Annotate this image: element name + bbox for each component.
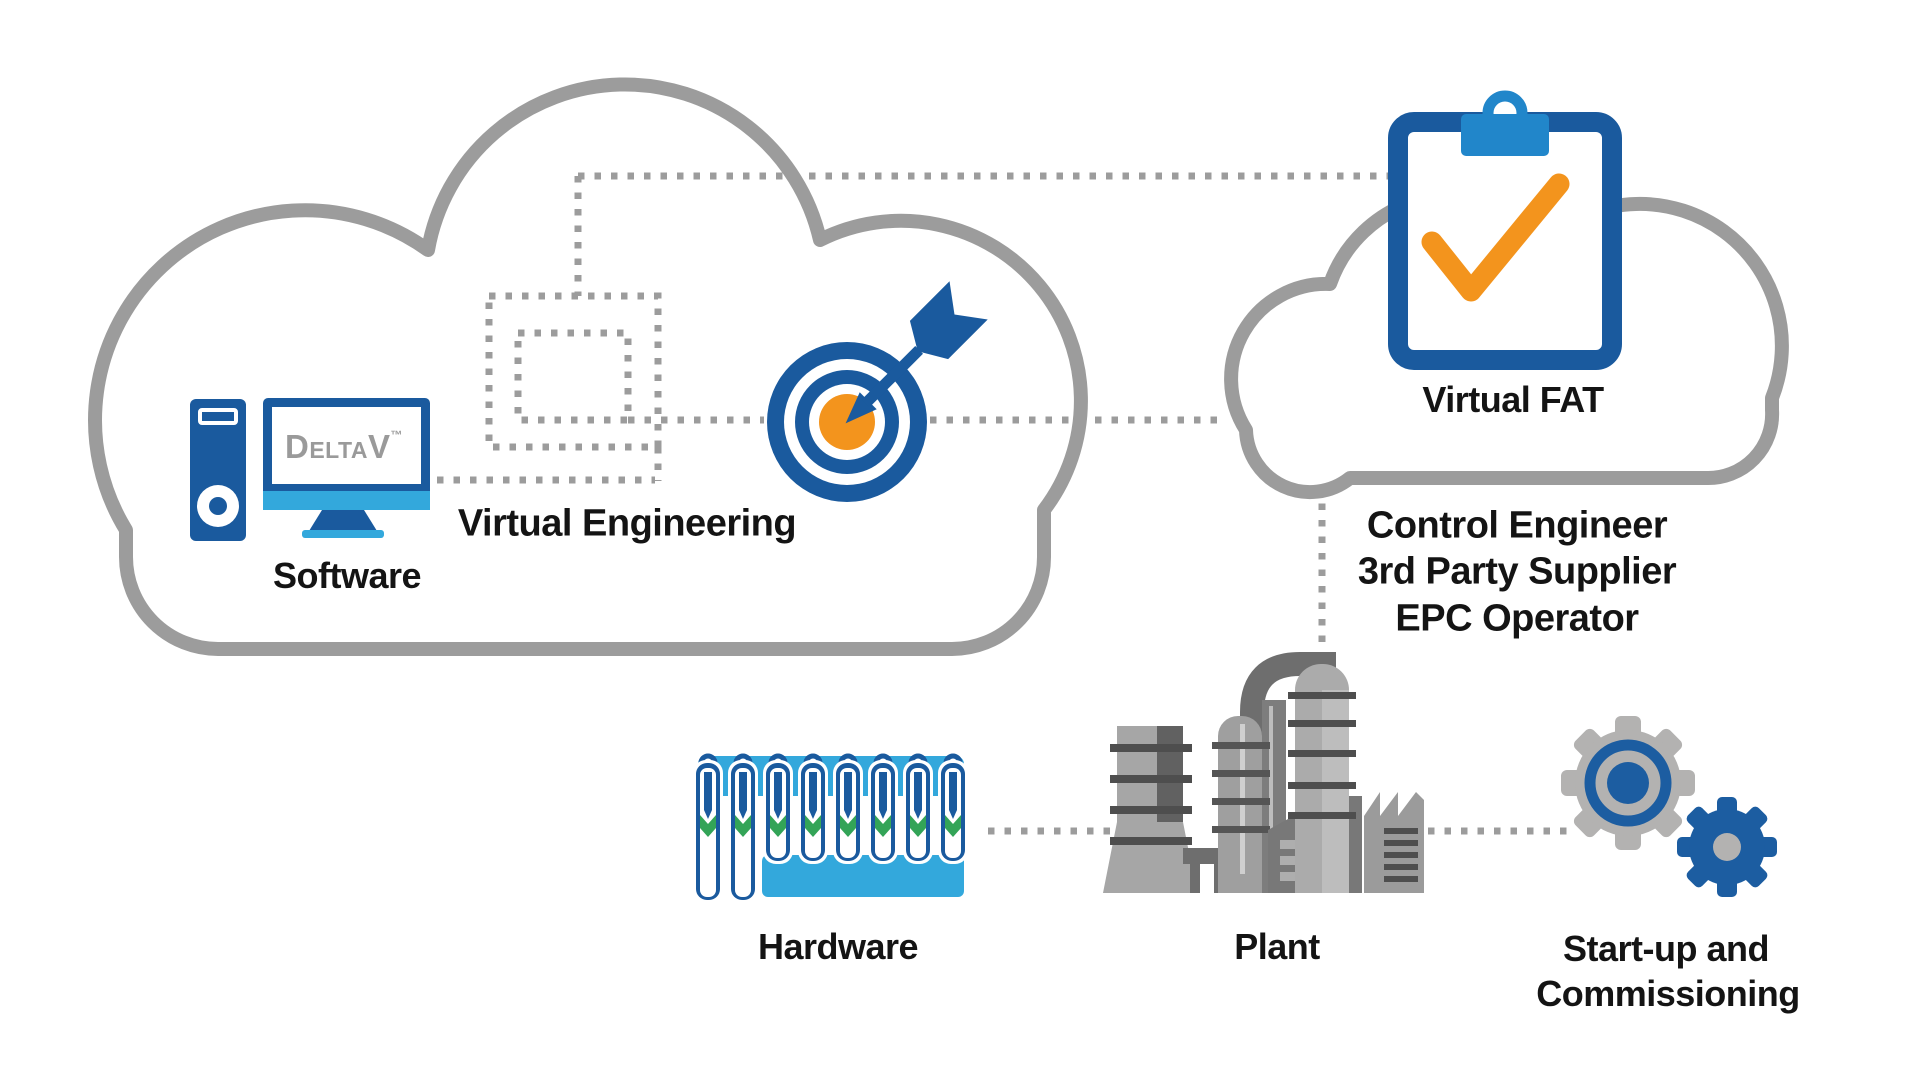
computer-icon [190,398,430,541]
monitor-screen [272,407,421,484]
hardware-label: Hardware [757,926,919,967]
tower-disc-inner [209,497,227,515]
io-card [798,756,828,864]
io-card [763,756,793,864]
monitor-stand [309,510,377,531]
software-label: Software [272,555,422,596]
target-arrow-icon [767,281,988,502]
plant-icon [1103,652,1424,893]
deltav-logo: DeltaV™ [285,428,403,466]
io-card [833,756,863,864]
io-card [693,756,723,903]
hardware-base [762,855,964,897]
startup-label-line2: Commissioning [1536,973,1800,1014]
plant-pipe-arch [1240,652,1336,770]
gears-icon [1561,716,1777,897]
io-card [938,756,968,864]
dart-arrow [845,281,988,424]
deltav-trademark: ™ [390,428,403,442]
check-icon [1421,173,1570,302]
virtual-fat-label: Virtual FAT [1422,379,1604,420]
io-card [868,756,898,864]
tower-slot [198,408,238,425]
dotted-square-inner [514,329,632,424]
virtual-engineering-label: Virtual Engineering [457,502,797,545]
io-card [903,756,933,864]
startup-label-line1: Start-up and [1563,928,1770,969]
dotted-connectors [437,172,1568,835]
cloud-left-icon [88,77,1088,656]
io-cards-hardware-icon [693,756,968,903]
dotted-square-outer [485,292,662,451]
role-epc-operator: EPC Operator [1395,597,1639,640]
monitor-strip [263,491,430,510]
io-card [728,756,758,903]
deltav-logo-text: DeltaV [285,428,391,465]
clipboard-clip [1461,114,1549,156]
role-3rd-party-supplier: 3rd Party Supplier [1357,550,1677,593]
clipboard-check-icon [1388,90,1622,370]
gear-large [1561,716,1695,850]
gear-small [1677,797,1777,897]
monitor-base [302,530,384,538]
role-control-engineer: Control Engineer [1366,504,1668,547]
plant-label: Plant [1234,926,1320,967]
